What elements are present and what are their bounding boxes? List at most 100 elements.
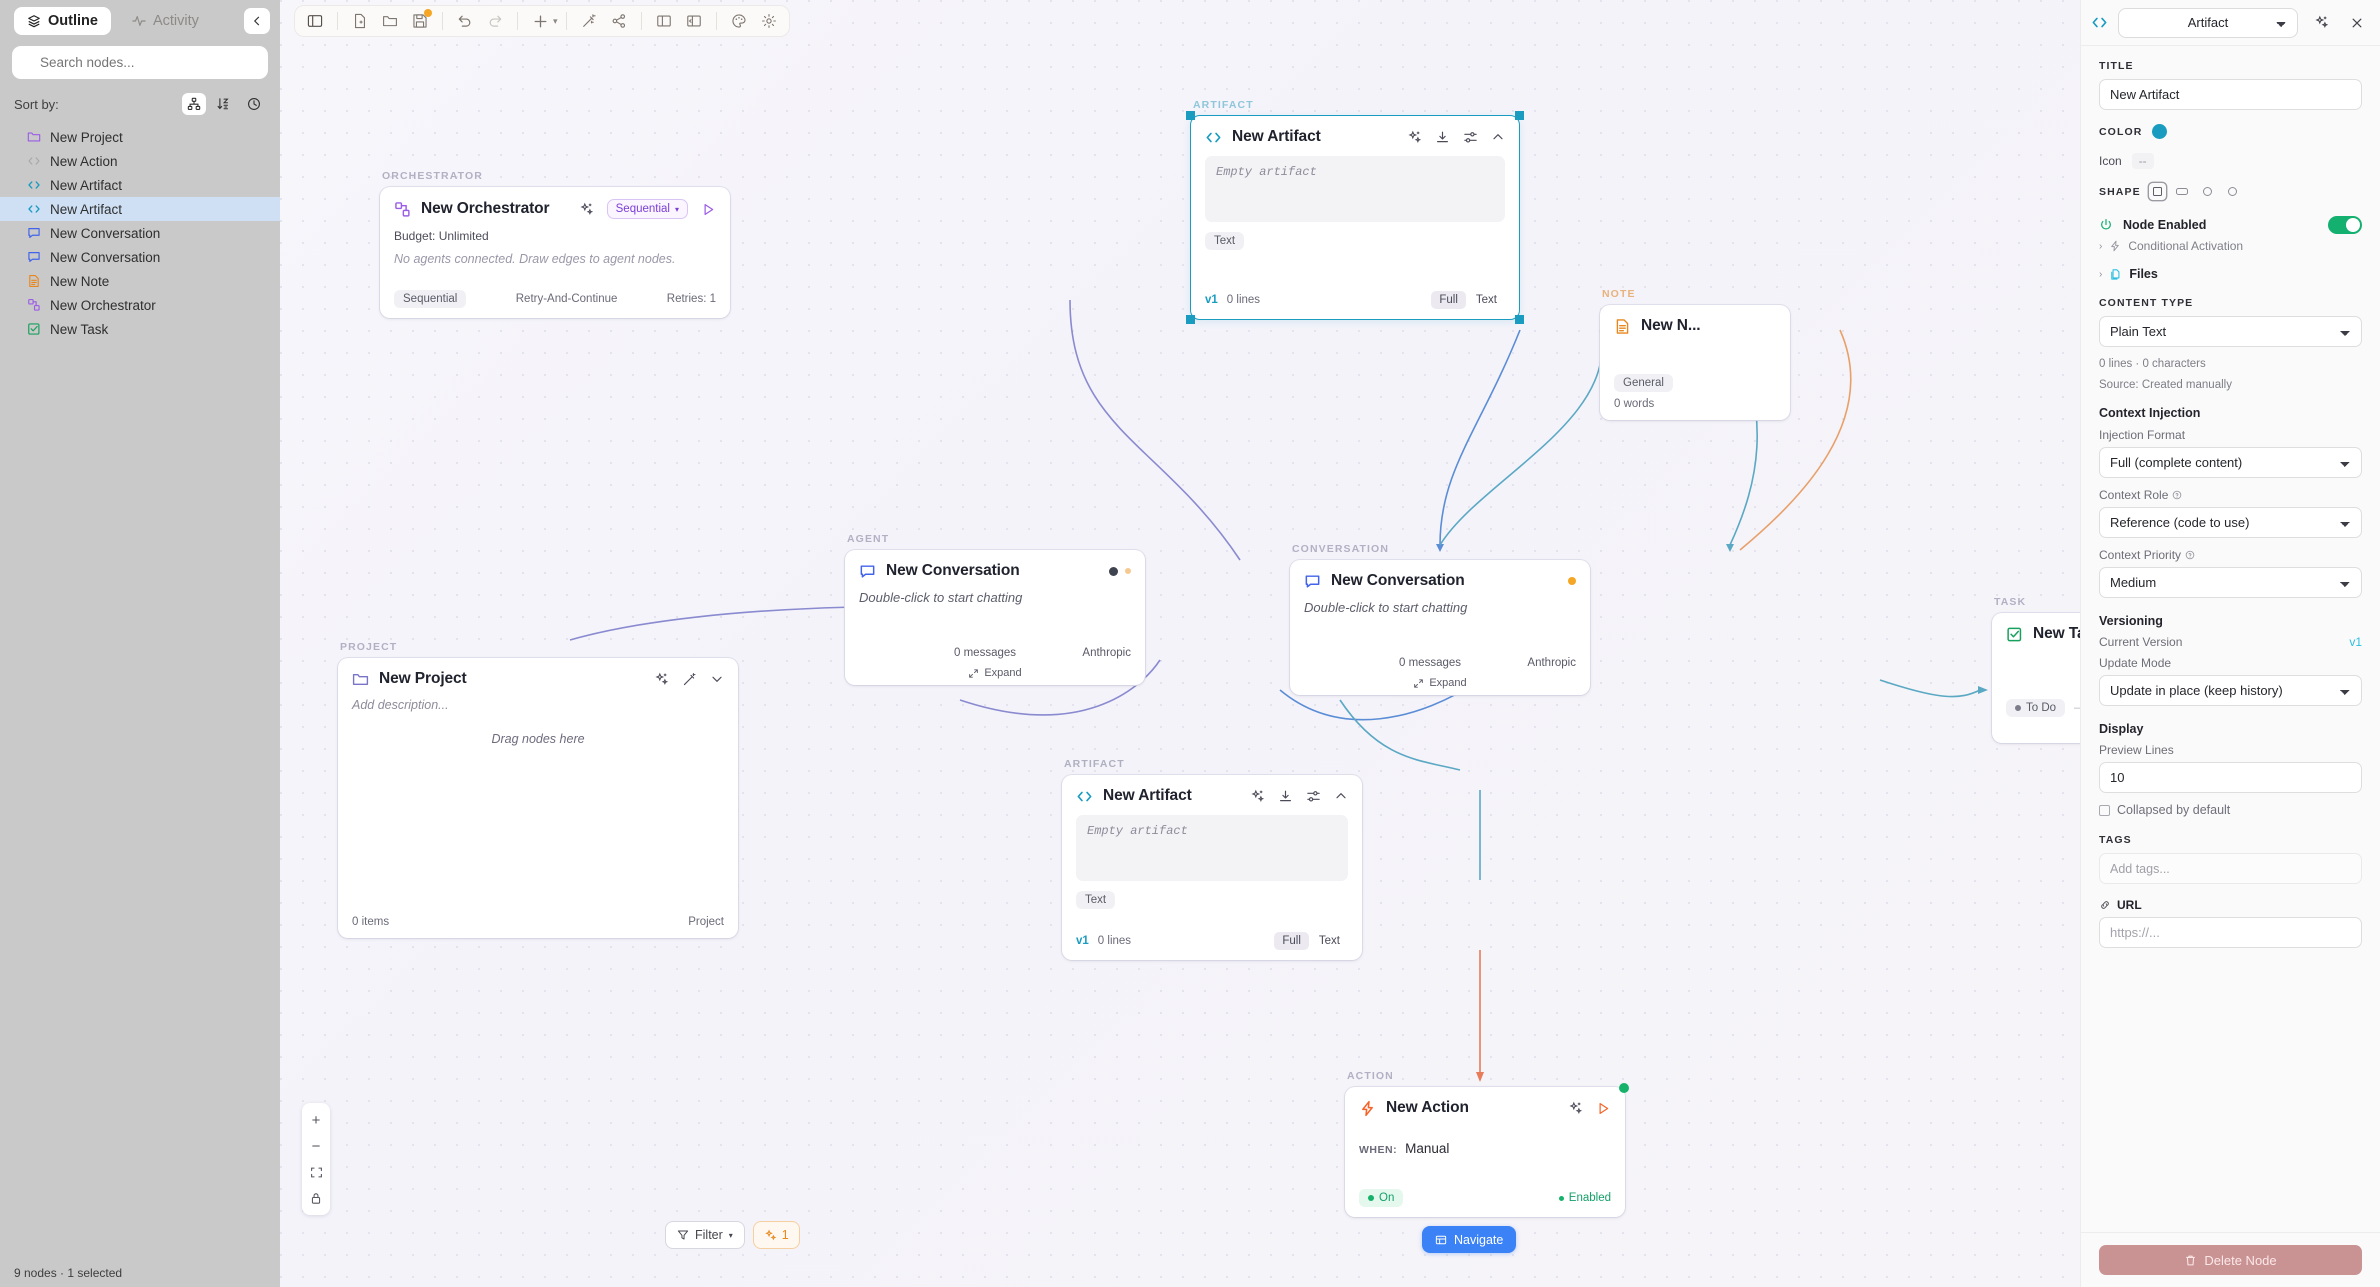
layout-right-icon[interactable] [680, 8, 708, 34]
context-role-select[interactable]: Reference (code to use)InstructionExampl… [2099, 507, 2362, 538]
settings-sliders-icon[interactable] [1306, 789, 1321, 804]
sidebar-item-new-action[interactable]: New Action [0, 149, 280, 173]
zoom-out-button[interactable]: − [302, 1133, 330, 1159]
sidebar-item-new-artifact-2[interactable]: New Artifact [0, 197, 280, 221]
share-icon[interactable] [605, 8, 633, 34]
node-conversation-left[interactable]: AGENT New Conversation Double-click to s… [845, 533, 1145, 685]
help-icon[interactable] [2185, 550, 2195, 560]
task-expand-button[interactable]: Expand [1992, 725, 2080, 737]
icon-value[interactable]: -- [2131, 153, 2154, 169]
collapsed-by-default-checkbox[interactable]: Collapsed by default [2099, 803, 2362, 817]
collapse-chevron-down-icon[interactable] [710, 672, 724, 686]
sidebar-item-new-project[interactable]: New Project [0, 125, 280, 149]
sidebar-item-new-artifact-1[interactable]: New Artifact [0, 173, 280, 197]
shape-rounded-rect-button[interactable] [2174, 183, 2191, 200]
artifact-view-full[interactable]: Full [1274, 932, 1309, 950]
shape-square-button[interactable] [2149, 183, 2166, 200]
toggle-panel-icon[interactable] [301, 8, 329, 34]
node-artifact-bottom[interactable]: ARTIFACT New Artifact Empty artifact Tex… [1062, 758, 1362, 960]
open-folder-icon[interactable] [376, 8, 404, 34]
artifact-view-full[interactable]: Full [1431, 291, 1466, 309]
filter-button[interactable]: Filter ▾ [665, 1221, 745, 1249]
sparkle-icon[interactable] [1407, 130, 1422, 145]
tags-input[interactable]: Add tags... [2099, 853, 2362, 884]
download-icon[interactable] [1278, 789, 1293, 804]
collapse-chevron-up-icon[interactable] [1491, 130, 1505, 144]
sparkle-icon[interactable] [1250, 789, 1265, 804]
magic-wand-icon[interactable] [682, 672, 697, 687]
title-input[interactable] [2099, 79, 2362, 110]
node-task[interactable]: TASK New Task To Do — To Do [1992, 596, 2080, 743]
node-project[interactable]: PROJECT New Project Add description... D… [338, 641, 738, 938]
collapse-chevron-up-icon[interactable] [1334, 789, 1348, 803]
delete-node-button[interactable]: Delete Node [2099, 1245, 2362, 1275]
gear-icon[interactable] [755, 8, 783, 34]
sidebar-item-new-task[interactable]: New Task [0, 317, 280, 341]
help-icon[interactable] [2172, 490, 2182, 500]
shape-circle-button[interactable] [2199, 183, 2216, 200]
search-input[interactable] [12, 46, 268, 79]
context-priority-select[interactable]: LowMediumHigh [2099, 567, 2362, 598]
settings-sliders-icon[interactable] [1463, 130, 1478, 145]
update-mode-select[interactable]: Update in place (keep history)Create new… [2099, 675, 2362, 706]
node-enabled-toggle[interactable] [2328, 216, 2362, 234]
preview-lines-input[interactable] [2099, 762, 2362, 793]
new-file-icon[interactable] [346, 8, 374, 34]
chevron-down-icon[interactable]: ▾ [553, 15, 558, 26]
add-node-icon[interactable] [526, 8, 554, 34]
tab-outline[interactable]: Outline [14, 7, 111, 35]
sparkle-count-button[interactable]: 1 [752, 1221, 800, 1249]
sidebar-collapse-button[interactable] [244, 8, 270, 34]
injection-format-select[interactable]: Full (complete content)SummaryExcerpt [2099, 447, 2362, 478]
close-icon[interactable] [2344, 10, 2370, 36]
artifact-view-text[interactable]: Text [1318, 935, 1340, 947]
alpha-sort-icon[interactable] [212, 93, 236, 115]
shape-circle-outline-button[interactable] [2224, 183, 2241, 200]
artifact-view-text[interactable]: Text [1475, 294, 1497, 306]
magic-wand-icon[interactable] [575, 8, 603, 34]
save-icon[interactable] [406, 8, 434, 34]
lock-icon[interactable] [302, 1185, 330, 1211]
sparkle-icon[interactable] [2308, 10, 2334, 36]
resize-handle-tl[interactable] [1186, 111, 1195, 120]
url-input[interactable] [2099, 917, 2362, 948]
run-icon[interactable] [701, 202, 716, 217]
node-type-select[interactable]: ArtifactNoteTaskActionProjectConversatio… [2118, 7, 2298, 38]
run-icon[interactable] [1596, 1101, 1611, 1116]
palette-icon[interactable] [725, 8, 753, 34]
recent-sort-icon[interactable] [242, 93, 266, 115]
download-icon[interactable] [1435, 130, 1450, 145]
conditional-activation-label[interactable]: Conditional Activation [2128, 239, 2244, 253]
layout-left-icon[interactable] [650, 8, 678, 34]
conversation-expand-button[interactable]: Expand [1290, 677, 1590, 689]
content-type-select[interactable]: Plain TextMarkdownCodeJSONHTML [2099, 316, 2362, 347]
sidebar-item-new-note[interactable]: New Note [0, 269, 280, 293]
color-swatch[interactable] [2152, 124, 2168, 139]
navigate-button[interactable]: Navigate [1422, 1226, 1517, 1253]
redo-icon[interactable] [481, 8, 509, 34]
undo-icon[interactable] [451, 8, 479, 34]
sidebar-item-new-orchestrator[interactable]: New Orchestrator [0, 293, 280, 317]
resize-handle-tr[interactable] [1515, 111, 1524, 120]
sparkle-icon[interactable] [654, 672, 669, 687]
node-note[interactable]: NOTE New N... General 0 words [1600, 288, 1790, 420]
chevron-right-icon[interactable]: › [2099, 240, 2103, 252]
sparkle-icon[interactable] [1568, 1101, 1583, 1116]
orchestrator-mode-select[interactable]: Sequential ▾ [606, 199, 688, 219]
node-conversation-right[interactable]: CONVERSATION New Conversation Double-cli… [1290, 543, 1590, 695]
sparkle-icon[interactable] [579, 202, 594, 217]
node-action[interactable]: ACTION New Action WHEN: Manual On [1345, 1070, 1629, 1217]
fit-view-icon[interactable] [302, 1159, 330, 1185]
node-orchestrator[interactable]: ORCHESTRATOR New Orchestrator Sequential… [380, 170, 730, 318]
resize-handle-br[interactable] [1515, 315, 1524, 324]
canvas[interactable]: ▾ ORCHESTRATOR New Orchestrator [280, 0, 2080, 1287]
chevron-right-icon[interactable]: › [2099, 268, 2103, 280]
node-artifact-top[interactable]: ARTIFACT New Artifact Empty artifact Tex… [1186, 99, 1524, 324]
hierarchy-sort-icon[interactable] [182, 93, 206, 115]
conversation-expand-button[interactable]: Expand [845, 667, 1145, 679]
files-label[interactable]: Files [2129, 267, 2158, 281]
sidebar-item-new-conversation-2[interactable]: New Conversation [0, 245, 280, 269]
zoom-in-button[interactable]: + [302, 1107, 330, 1133]
sidebar-item-new-conversation-1[interactable]: New Conversation [0, 221, 280, 245]
tab-activity[interactable]: Activity [119, 7, 212, 35]
